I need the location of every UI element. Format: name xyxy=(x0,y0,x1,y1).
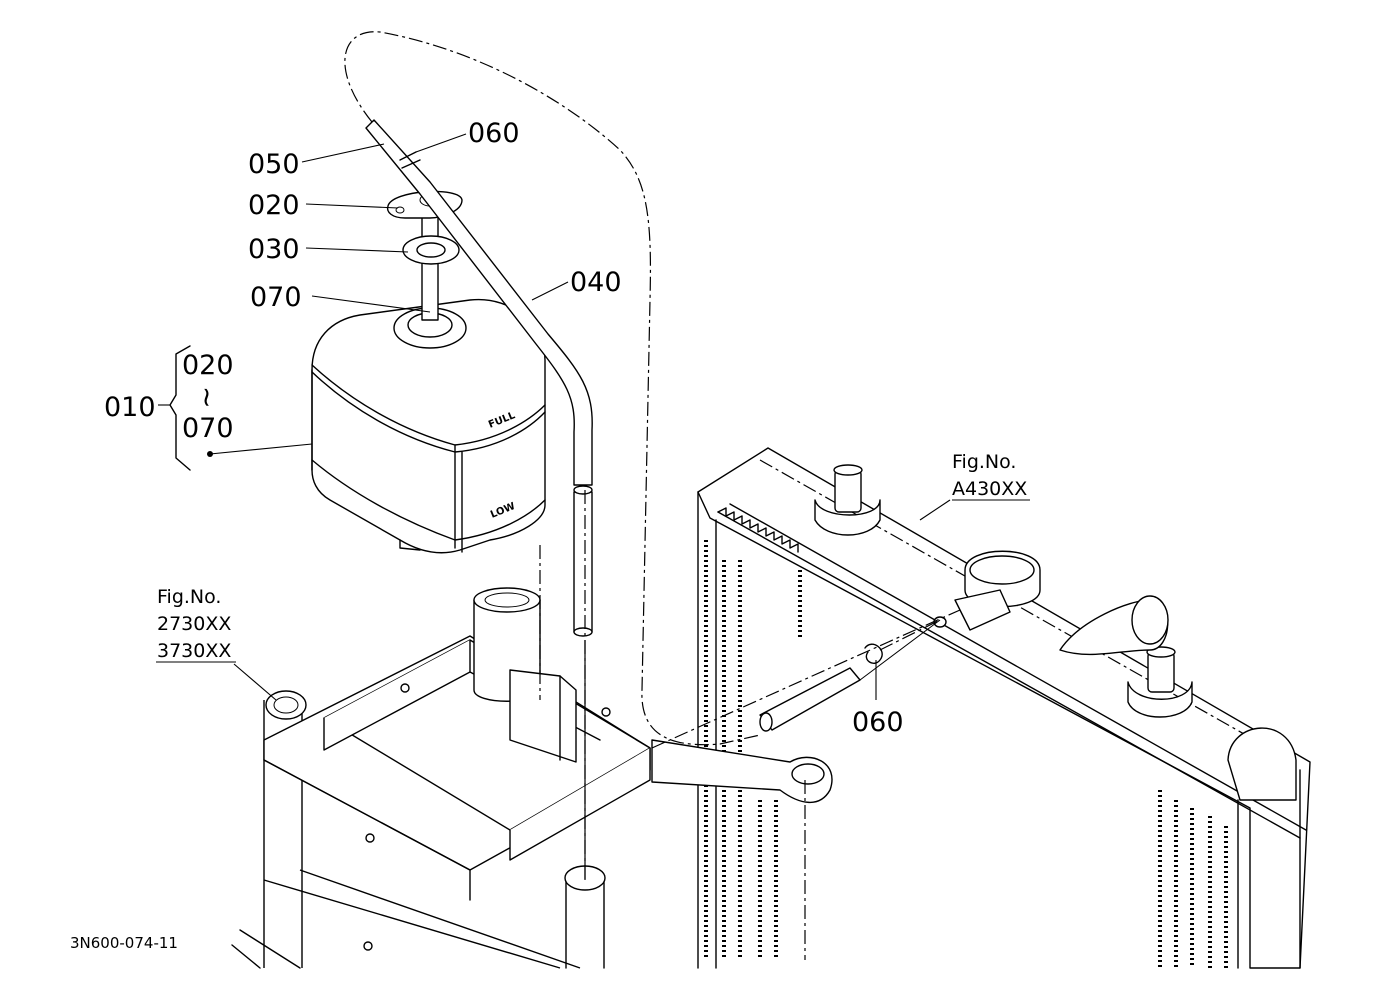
leader-010 xyxy=(209,443,313,455)
leader-010-dot xyxy=(207,451,213,457)
part-label-050: 050 xyxy=(248,149,300,180)
group-range-separator: ~ xyxy=(191,386,222,409)
leader-030 xyxy=(305,247,409,253)
overflow-hose-route xyxy=(344,31,761,746)
diagram-code: 3N600-074-11 xyxy=(70,934,178,952)
part-label-070: 070 xyxy=(250,282,302,313)
leader-radiator-ref xyxy=(919,499,951,521)
radiator-ref-code: A430XX xyxy=(952,478,1027,500)
part-label-060-bottom: 060 xyxy=(852,707,904,738)
leader-070 xyxy=(311,295,431,313)
radiator-ref-label: Fig.No. xyxy=(952,451,1016,473)
part-label-030: 030 xyxy=(248,234,300,265)
leader-040 xyxy=(531,281,569,301)
part-label-040: 040 xyxy=(570,267,622,298)
part-label-020: 020 xyxy=(248,190,300,221)
leader-060-top xyxy=(415,133,467,153)
radiator xyxy=(697,447,1311,969)
connection-tube xyxy=(759,619,941,732)
group-range-to: 070 xyxy=(182,413,234,444)
frame-ref-code: 2730XX xyxy=(157,613,231,635)
leader-frame-ref xyxy=(233,663,277,701)
frame-ref-code: 3730XX xyxy=(157,640,231,662)
part-label-060-top: 060 xyxy=(468,118,520,149)
group-range-from: 020 xyxy=(182,350,234,381)
leader-050 xyxy=(301,143,385,163)
reserve-tank: FULL LOW xyxy=(311,298,546,554)
overflow-tube xyxy=(365,119,593,880)
frame-structure xyxy=(231,587,833,969)
leader-020 xyxy=(305,203,399,209)
part-label-010: 010 xyxy=(104,392,156,423)
frame-ref-label: Fig.No. xyxy=(157,586,221,608)
